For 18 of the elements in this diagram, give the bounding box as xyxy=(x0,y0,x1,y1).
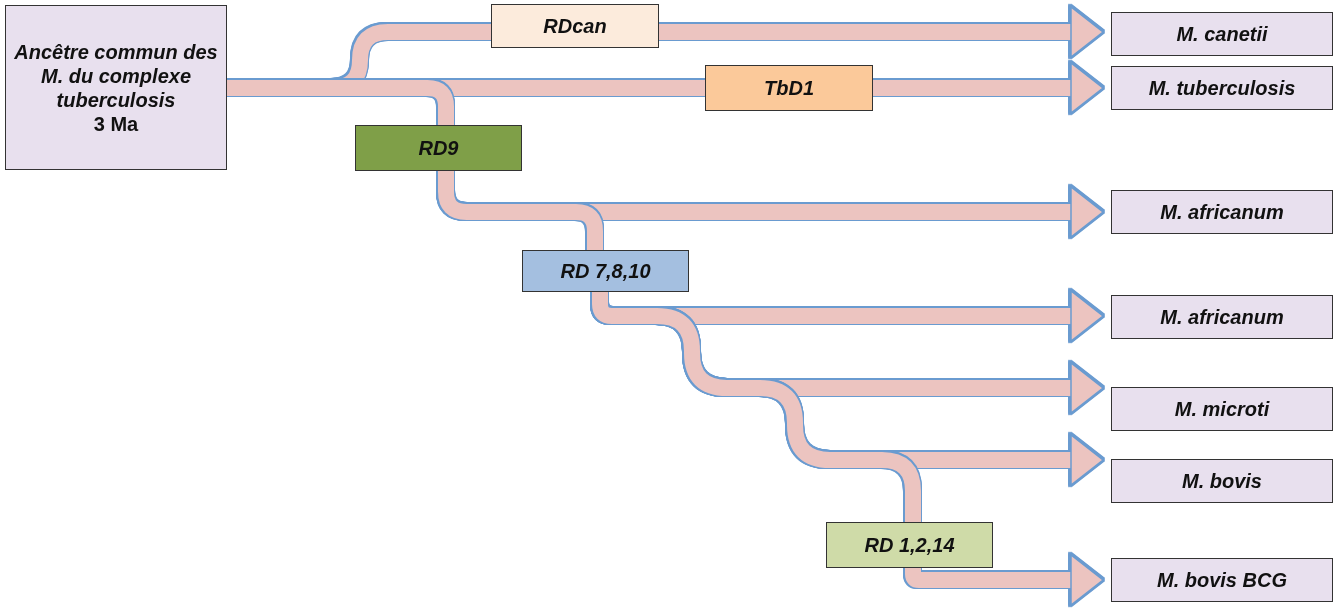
species-box: M. tuberculosis xyxy=(1111,66,1333,110)
node-label: Ancêtre commun des M. du complexe tuberculosis xyxy=(13,39,219,112)
species-box: M. microti xyxy=(1111,387,1333,431)
branch-arrow xyxy=(873,62,1104,114)
deletion-box: TbD1 xyxy=(705,65,873,111)
ancestor-box xyxy=(5,5,227,170)
age-label: 3 Ma xyxy=(93,111,139,136)
branch-arrow xyxy=(905,554,1104,606)
species-box: M. bovis xyxy=(1111,459,1333,503)
deletion-box: RD9 xyxy=(355,125,522,171)
deletion-box: RD 1,2,14 xyxy=(826,522,993,568)
species-box: M. canetii xyxy=(1111,12,1333,56)
species-box: M. africanum xyxy=(1111,295,1333,339)
deletion-box: RDcan xyxy=(491,4,659,48)
branch-arrow xyxy=(659,6,1104,58)
species-box: M. bovis BCG xyxy=(1111,558,1333,602)
deletion-box: RD 7,8,10 xyxy=(522,250,689,292)
species-box: M. africanum xyxy=(1111,190,1333,234)
